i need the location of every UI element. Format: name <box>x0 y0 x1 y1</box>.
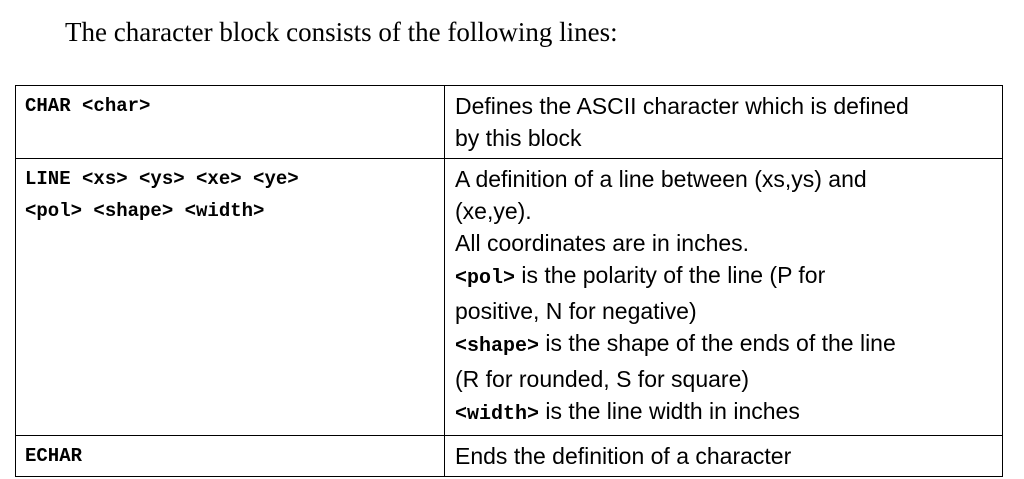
param-name-pol: <pol> <box>455 267 516 290</box>
param-shape-text: is the shape of the ends of the line <box>539 330 896 356</box>
description-cell: Ends the definition of a character <box>444 435 1003 477</box>
description-line: Defines the ASCII character which is def… <box>455 93 909 119</box>
description-line: All coordinates are in inches. <box>455 230 750 256</box>
param-width-text: is the line width in inches <box>539 398 800 424</box>
description-line: A definition of a line between (xs,ys) a… <box>455 166 867 192</box>
table-row-char: CHAR <char> Defines the ASCII character … <box>15 85 1003 159</box>
command-cell: LINE <xs> <ys> <xe> <ye> <pol> <shape> <… <box>15 158 445 436</box>
character-block-table: CHAR <char> Defines the ASCII character … <box>15 85 1003 477</box>
description-line: (xe,ye). <box>455 198 532 224</box>
description-cell: A definition of a line between (xs,ys) a… <box>444 158 1003 436</box>
param-pol-description: <pol> is the polarity of the line (P for <box>455 259 994 295</box>
description-cell: Defines the ASCII character which is def… <box>444 85 1003 159</box>
command-cell: CHAR <char> <box>15 85 445 159</box>
command-cell: ECHAR <box>15 435 445 477</box>
command-text: CHAR <char> <box>25 95 151 117</box>
param-width-description: <width> is the line width in inches <box>455 395 994 431</box>
param-shape-description: <shape> is the shape of the ends of the … <box>455 327 994 363</box>
param-name-width: <width> <box>455 403 540 426</box>
param-shape-continuation: (R for rounded, S for square) <box>455 366 750 392</box>
param-pol-continuation: positive, N for negative) <box>455 298 697 324</box>
command-text: <pol> <shape> <width> <box>25 200 265 222</box>
intro-paragraph: The character block consists of the foll… <box>65 17 618 47</box>
description-line: Ends the definition of a character <box>455 443 792 469</box>
command-text: ECHAR <box>25 445 83 467</box>
table-row-echar: ECHAR Ends the definition of a character <box>15 435 1003 477</box>
description-line: by this block <box>455 125 582 151</box>
command-text: LINE <xs> <ys> <xe> <ye> <box>25 168 299 190</box>
param-pol-text: is the polarity of the line (P for <box>515 262 826 288</box>
table-row-line: LINE <xs> <ys> <xe> <ye> <pol> <shape> <… <box>15 158 1003 436</box>
param-name-shape: <shape> <box>455 335 540 358</box>
